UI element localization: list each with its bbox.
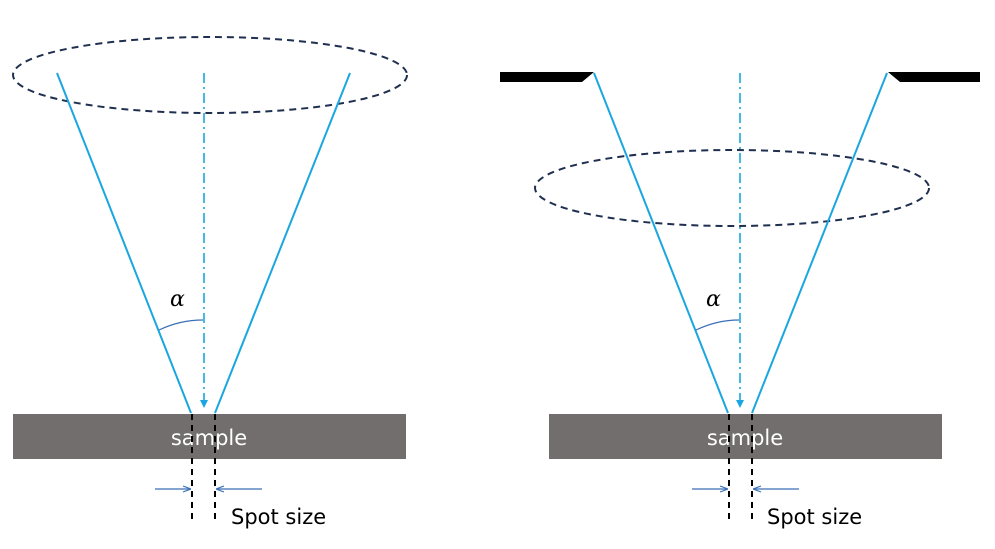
beam-ray-left bbox=[56, 72, 192, 414]
spot-size-label: Spot size bbox=[767, 505, 862, 529]
aperture-plate-left bbox=[500, 72, 594, 82]
sample-block bbox=[13, 414, 406, 459]
angle-arc bbox=[158, 319, 204, 331]
angle-alpha-label: α bbox=[706, 287, 721, 312]
left-panel: α sample Spot size bbox=[12, 36, 408, 529]
right-panel: α sample Spot size bbox=[500, 72, 980, 529]
beam-ray-left bbox=[593, 72, 729, 414]
aperture-plate-right bbox=[888, 72, 980, 82]
beam-ray-right bbox=[751, 72, 888, 414]
angle-arc bbox=[695, 319, 740, 331]
sample-label: sample bbox=[707, 426, 783, 450]
lens-ellipse bbox=[12, 36, 408, 114]
lens-ellipse bbox=[534, 149, 930, 227]
angle-alpha-label: α bbox=[170, 287, 185, 312]
spot-size-label: Spot size bbox=[231, 505, 326, 529]
sample-label: sample bbox=[171, 426, 247, 450]
sample-block bbox=[549, 414, 942, 459]
beam-ray-right bbox=[214, 72, 351, 414]
